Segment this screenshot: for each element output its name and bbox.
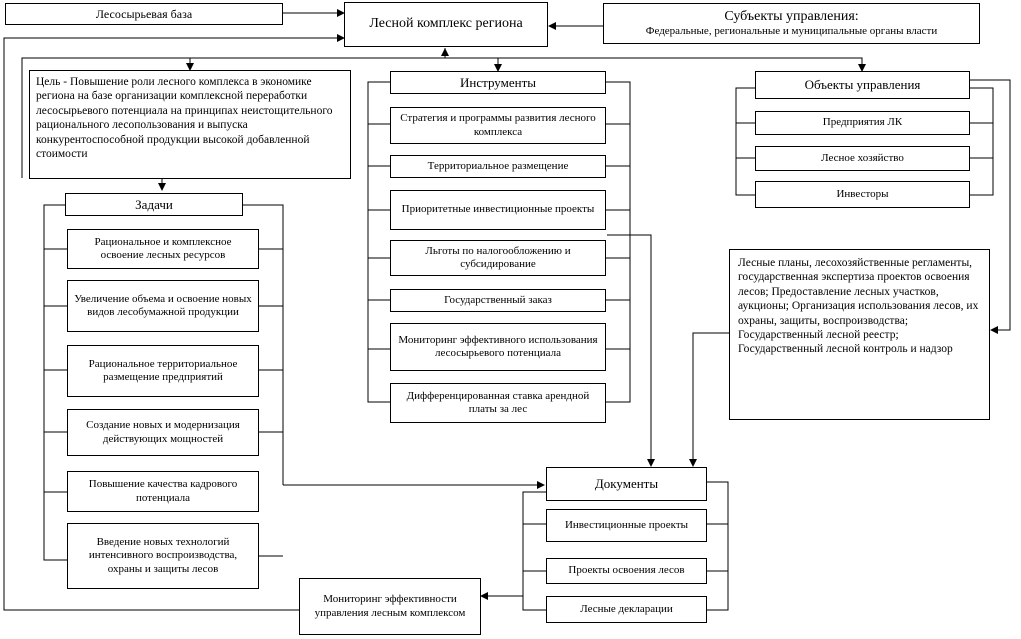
tool-item: Дифференцированная ставка арендной платы… (390, 383, 606, 423)
tools-title: Инструменты (390, 71, 606, 94)
tool-item: Государственный заказ (390, 289, 606, 312)
object-item: Лесное хозяйство (755, 146, 970, 171)
documents-title: Документы (546, 467, 707, 501)
subjects-subtitle: Федеральные, региональные и муниципальны… (645, 25, 938, 38)
document-item: Инвестиционные проекты (546, 509, 707, 542)
monitoring-box: Мониторинг эффективности управления лесн… (299, 578, 481, 635)
subjects-box: Субъекты управления: Федеральные, регион… (603, 3, 980, 44)
arrow-complex-to-objects (445, 57, 866, 72)
task-item: Рациональное и комплексное освоение лесн… (67, 229, 259, 269)
task-item: Введение новых технологий интенсивного в… (67, 523, 259, 589)
task-item: Увеличение объема и освоение новых видов… (67, 280, 259, 332)
goal-box: Цель - Повышение роли лесного комплекса … (29, 70, 351, 179)
tasks-title: Задачи (65, 193, 243, 216)
document-item: Проекты освоения лесов (546, 558, 707, 584)
tool-item: Территориальное размещение (390, 155, 606, 178)
arrow-forest-docs-to-documents (689, 332, 729, 467)
subjects-title: Субъекты управления: (724, 8, 859, 24)
objects-title: Объекты управления (755, 71, 970, 99)
tool-item: Стратегия и программы развития лесного к… (390, 107, 606, 144)
arrow-tools-to-documents (607, 234, 655, 467)
tool-item: Льготы по налогообложению и субсидирован… (390, 240, 606, 276)
object-item: Предприятия ЛК (755, 111, 970, 135)
document-item: Лесные декларации (546, 596, 707, 623)
forest-docs-box: Лесные планы, лесохозяйственные регламен… (729, 249, 990, 420)
complex-box: Лесной комплекс региона (344, 2, 548, 47)
task-item: Создание новых и модернизация действующи… (67, 409, 259, 456)
base-box: Лесосырьевая база (5, 3, 283, 25)
tool-item: Приоритетные инвестиционные проекты (390, 190, 606, 230)
object-item: Инвесторы (755, 181, 970, 208)
tool-item: Мониторинг эффективного использования ле… (390, 323, 606, 371)
task-item: Повышение качества кадрового потенциала (67, 471, 259, 512)
task-item: Рациональное территориальное размещение … (67, 345, 259, 397)
